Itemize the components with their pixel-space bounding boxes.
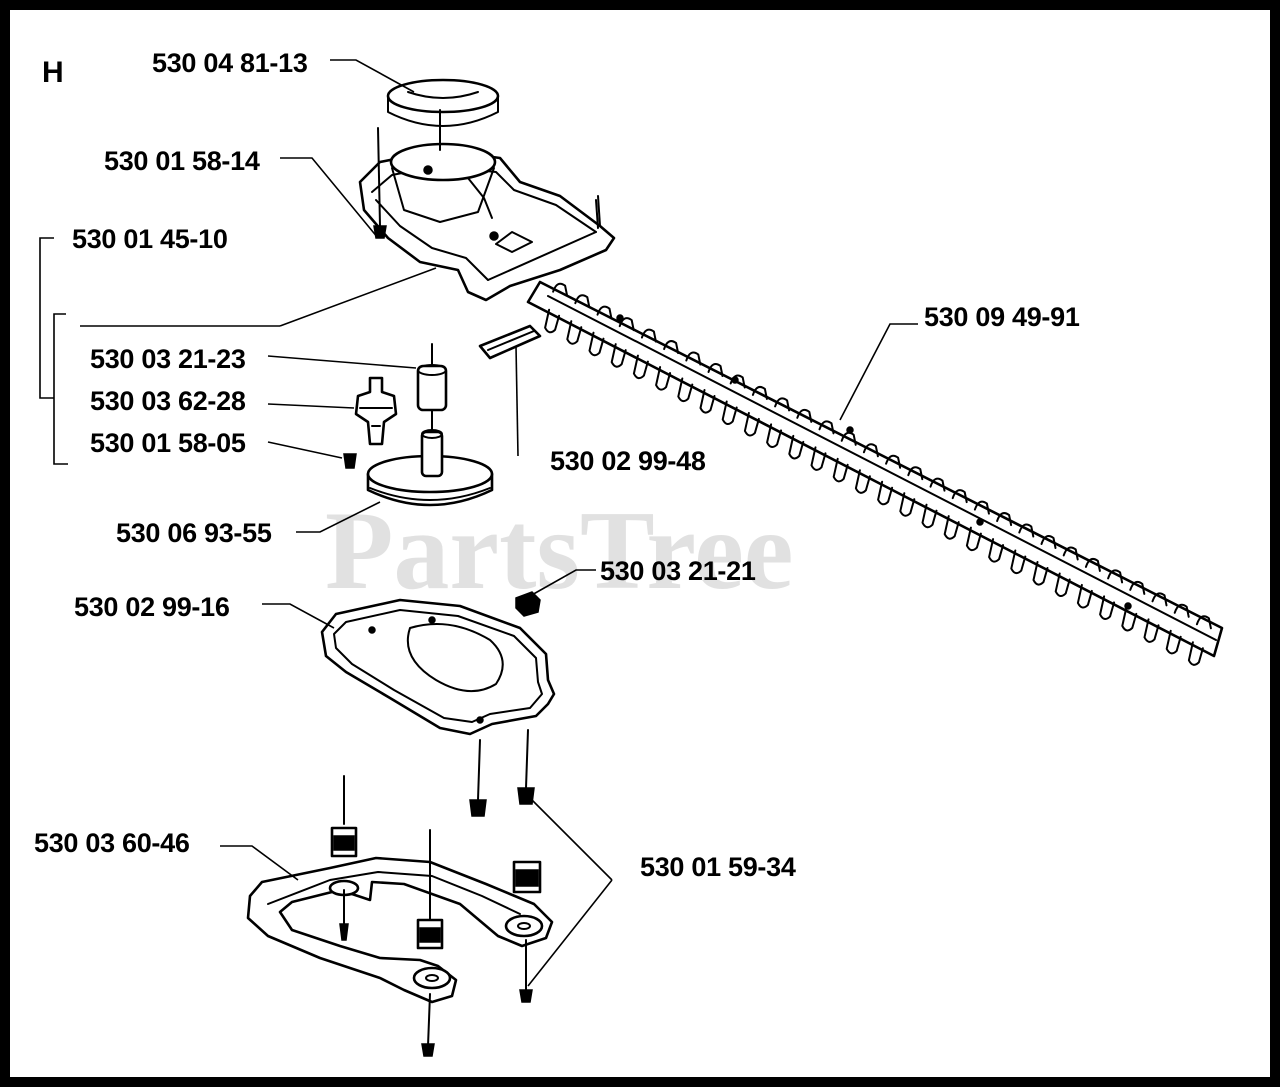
blade-tooth-upper <box>618 317 635 332</box>
blade-tooth-lower <box>588 331 605 357</box>
blade-tooth-upper <box>1195 615 1212 630</box>
small-screw <box>343 453 357 469</box>
label-530-03-21-21: 530 03 21-21 <box>600 556 756 586</box>
blade-tooth-upper <box>640 328 657 343</box>
blade-tooth-lower <box>921 503 938 529</box>
blade-tooth-lower <box>610 343 627 368</box>
label-530-01-59-34: 530 01 59-34 <box>640 852 796 882</box>
nut-part <box>515 591 541 617</box>
label-530-02-99-16: 530 02 99-16 <box>74 592 230 622</box>
blade-tooth-lower <box>1010 549 1027 575</box>
blade-tooth-lower <box>854 469 871 494</box>
blade-tooth-lower <box>943 515 960 540</box>
handle-mounts <box>330 775 542 1057</box>
label-530-03-62-28: 530 03 62-28 <box>90 386 246 416</box>
blade-tooth-upper <box>552 282 569 297</box>
blade-tooth-lower <box>988 538 1005 563</box>
blade-tooth-upper <box>707 363 724 377</box>
bottom-cover-plate <box>320 598 556 736</box>
spacer-sleeve <box>416 343 448 412</box>
blade-tooth-lower <box>677 377 694 403</box>
blade-tooth-upper <box>1062 546 1079 561</box>
blade-tooth-lower <box>743 411 760 437</box>
label-530-01-45-10: 530 01 45-10 <box>72 224 228 254</box>
blade-tooth-upper <box>907 466 924 481</box>
blade-tooth-upper <box>996 512 1013 527</box>
blade-tooth-upper <box>1129 580 1146 595</box>
gear-housing <box>358 142 616 302</box>
blade-tooth-upper <box>840 431 857 446</box>
label-530-03-21-23: 530 03 21-23 <box>90 344 246 374</box>
blade-assembly <box>526 280 1224 666</box>
blade-tooth-upper <box>885 454 902 469</box>
blade-tooth-upper <box>1018 523 1035 538</box>
blade-tooth-lower <box>965 526 982 552</box>
label-530-06-93-55: 530 06 93-55 <box>116 518 272 548</box>
drive-gear <box>366 409 494 507</box>
blade-tooth-upper <box>1173 603 1190 618</box>
top-cover <box>386 78 500 151</box>
blade-tooth-upper <box>596 305 613 320</box>
blade-tooth-lower <box>832 457 849 483</box>
handle-bracket <box>246 856 554 1004</box>
blade-tooth-upper <box>1040 535 1057 549</box>
blade-tooth-lower <box>1054 572 1071 597</box>
blade-tooth-upper <box>796 408 813 423</box>
blade-tooth-upper <box>1151 592 1168 607</box>
label-530-09-49-91: 530 09 49-91 <box>924 302 1080 332</box>
blade-tooth-upper <box>862 443 879 458</box>
blade-tooth-lower <box>1076 583 1093 609</box>
blade-tooth-upper <box>574 294 591 309</box>
blade-tooth-lower <box>632 354 649 380</box>
blade-tooth-upper <box>973 500 990 515</box>
label-530-01-58-14: 530 01 58-14 <box>104 146 260 176</box>
blade-tooth-upper <box>751 385 768 400</box>
blade-tooth-upper <box>663 340 680 355</box>
blade-tooth-lower <box>788 434 805 460</box>
blade-tooth-lower <box>766 423 783 448</box>
label-530-02-99-48: 530 02 99-48 <box>550 446 706 476</box>
blade-tooth-upper <box>818 420 835 435</box>
blade-tooth-lower <box>1099 595 1116 620</box>
blade-tooth-upper <box>1084 557 1101 572</box>
blade-tooth-lower <box>1121 606 1138 632</box>
blade-tooth-upper <box>1107 569 1124 584</box>
blade-tooth-upper <box>951 489 968 504</box>
part-labels: 530 04 81-13 530 01 58-14 530 01 45-10 5… <box>34 48 1080 882</box>
blade-tooth-lower <box>877 480 894 506</box>
needle-bearing <box>478 324 542 360</box>
diagram-sheet <box>10 10 1270 1077</box>
label-530-03-60-46: 530 03 60-46 <box>34 828 190 858</box>
pin-part <box>354 376 398 446</box>
blade-tooth-lower <box>566 320 583 345</box>
blade-tooth-lower <box>1187 641 1204 666</box>
blade-tooth-lower <box>1165 629 1182 655</box>
blade-tooth-lower <box>544 308 561 334</box>
label-530-04-81-13: 530 04 81-13 <box>152 48 308 78</box>
blade-tooth-lower <box>1143 618 1160 643</box>
plate-screws <box>469 729 535 817</box>
blade-tooth-upper <box>685 351 702 366</box>
blade-tooth-lower <box>1032 561 1049 586</box>
blade-tooth-upper <box>929 477 946 492</box>
blade-tooth-lower <box>699 389 716 414</box>
blade-tooth-upper <box>774 397 791 412</box>
blade-tooth-lower <box>655 366 672 391</box>
leader-lines <box>39 59 918 987</box>
label-530-01-58-05: 530 01 58-05 <box>90 428 246 458</box>
watermark: PartsTree <box>325 489 794 613</box>
section-letter: H <box>42 56 64 89</box>
blade-tooth-lower <box>810 446 827 471</box>
blade-tooth-lower <box>721 400 738 425</box>
blade-tooth-lower <box>899 492 916 517</box>
